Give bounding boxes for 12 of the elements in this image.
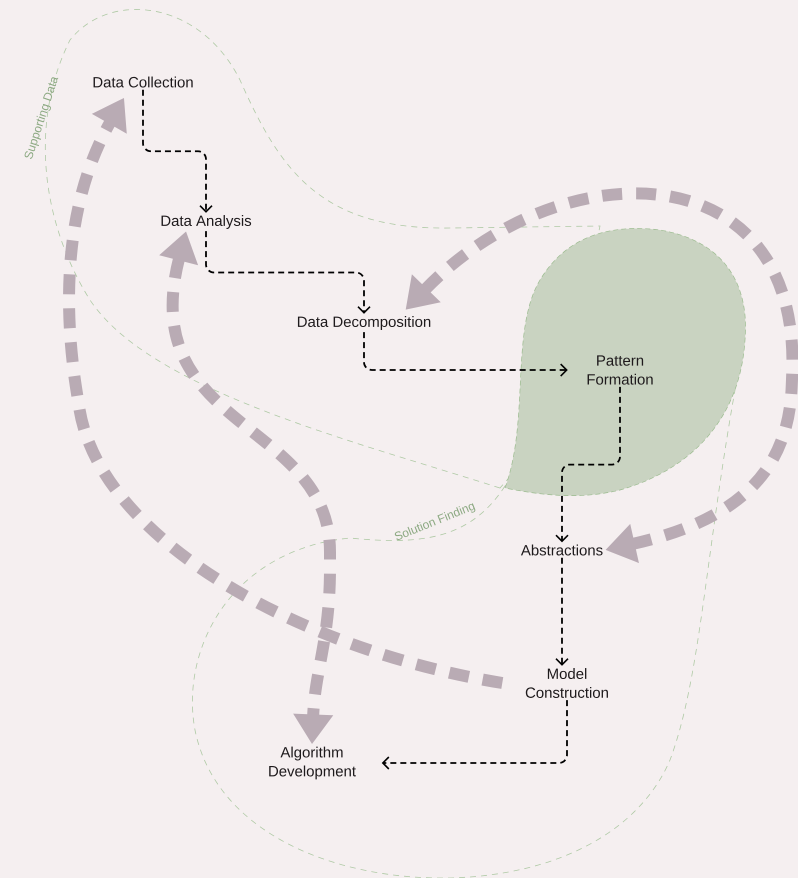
flow-arrow [142, 90, 213, 213]
flow-arrow [363, 332, 568, 377]
flow-arrow [205, 231, 371, 314]
step-label: Data Analysis [162, 215, 252, 229]
flow-arrow [555, 558, 569, 666]
flow-arrow [555, 386, 621, 542]
step-label: Data Decomposition [298, 316, 430, 330]
step-label: Data Collection [94, 76, 193, 88]
step-label: Algorithm Development [269, 746, 356, 780]
step-label: Model Construction [526, 668, 608, 698]
step-label: Abstractions [520, 544, 603, 556]
flow-arrow [382, 700, 568, 770]
